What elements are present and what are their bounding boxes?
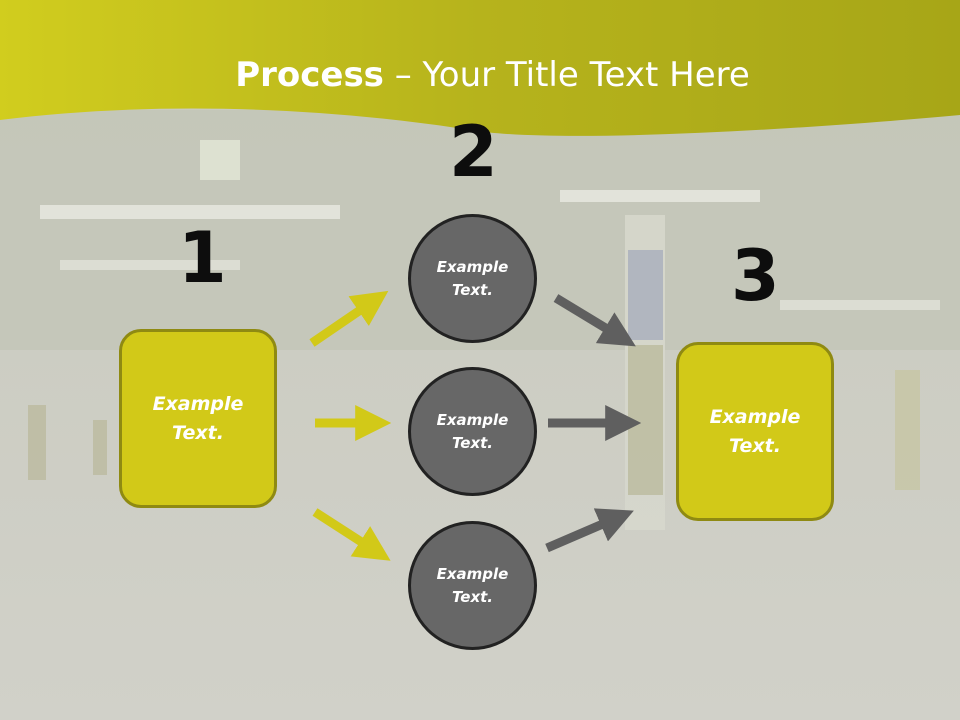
step-number-2: 2 [449, 111, 498, 193]
title-rest: – Your Title Text Here [383, 55, 750, 95]
step-3-text: Example Text. [709, 405, 801, 457]
step-1-text: Example Text. [152, 392, 244, 444]
step-2-text-bottom: Example Text. [436, 564, 509, 606]
step-2-circle-bottom: Example Text. [408, 521, 537, 650]
step-3-box: Example Text. [676, 342, 834, 521]
step-2-text-middle: Example Text. [436, 410, 509, 452]
arrow-to-top-circle [309, 290, 389, 347]
step-2-circle-top: Example Text. [408, 214, 537, 343]
slide-title: Process – Your Title Text Here [0, 52, 960, 98]
step-2-circle-middle: Example Text. [408, 367, 537, 496]
step-1-box: Example Text. [119, 329, 277, 508]
title-bold: Process [235, 55, 384, 95]
step-2-text-top: Example Text. [436, 257, 509, 299]
arrow-to-bottom-circle [312, 508, 391, 561]
step-number-3: 3 [731, 235, 780, 317]
arrow-from-top-circle [553, 294, 636, 347]
step-number-1: 1 [178, 217, 227, 299]
arrow-from-bottom-circle [545, 508, 634, 553]
